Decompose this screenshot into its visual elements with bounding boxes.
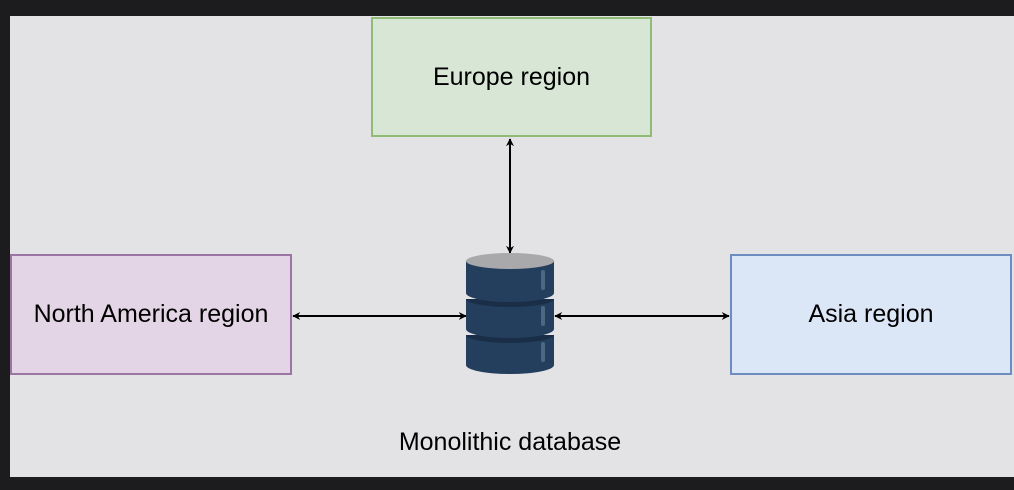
connectors-layer bbox=[292, 138, 730, 374]
database-icon[interactable] bbox=[466, 253, 554, 374]
database-caption: Monolithic database bbox=[398, 428, 622, 456]
europe-region-label: Europe region bbox=[432, 62, 591, 91]
asia-region-node[interactable]: Asia region bbox=[730, 254, 1012, 375]
asia-region-label: Asia region bbox=[808, 300, 934, 328]
north-america-region-label: North America region bbox=[33, 300, 269, 328]
diagram-canvas: Europe region North America region Asia … bbox=[10, 16, 1014, 477]
europe-region-node[interactable]: Europe region bbox=[371, 17, 652, 137]
north-america-region-node[interactable]: North America region bbox=[10, 254, 292, 375]
